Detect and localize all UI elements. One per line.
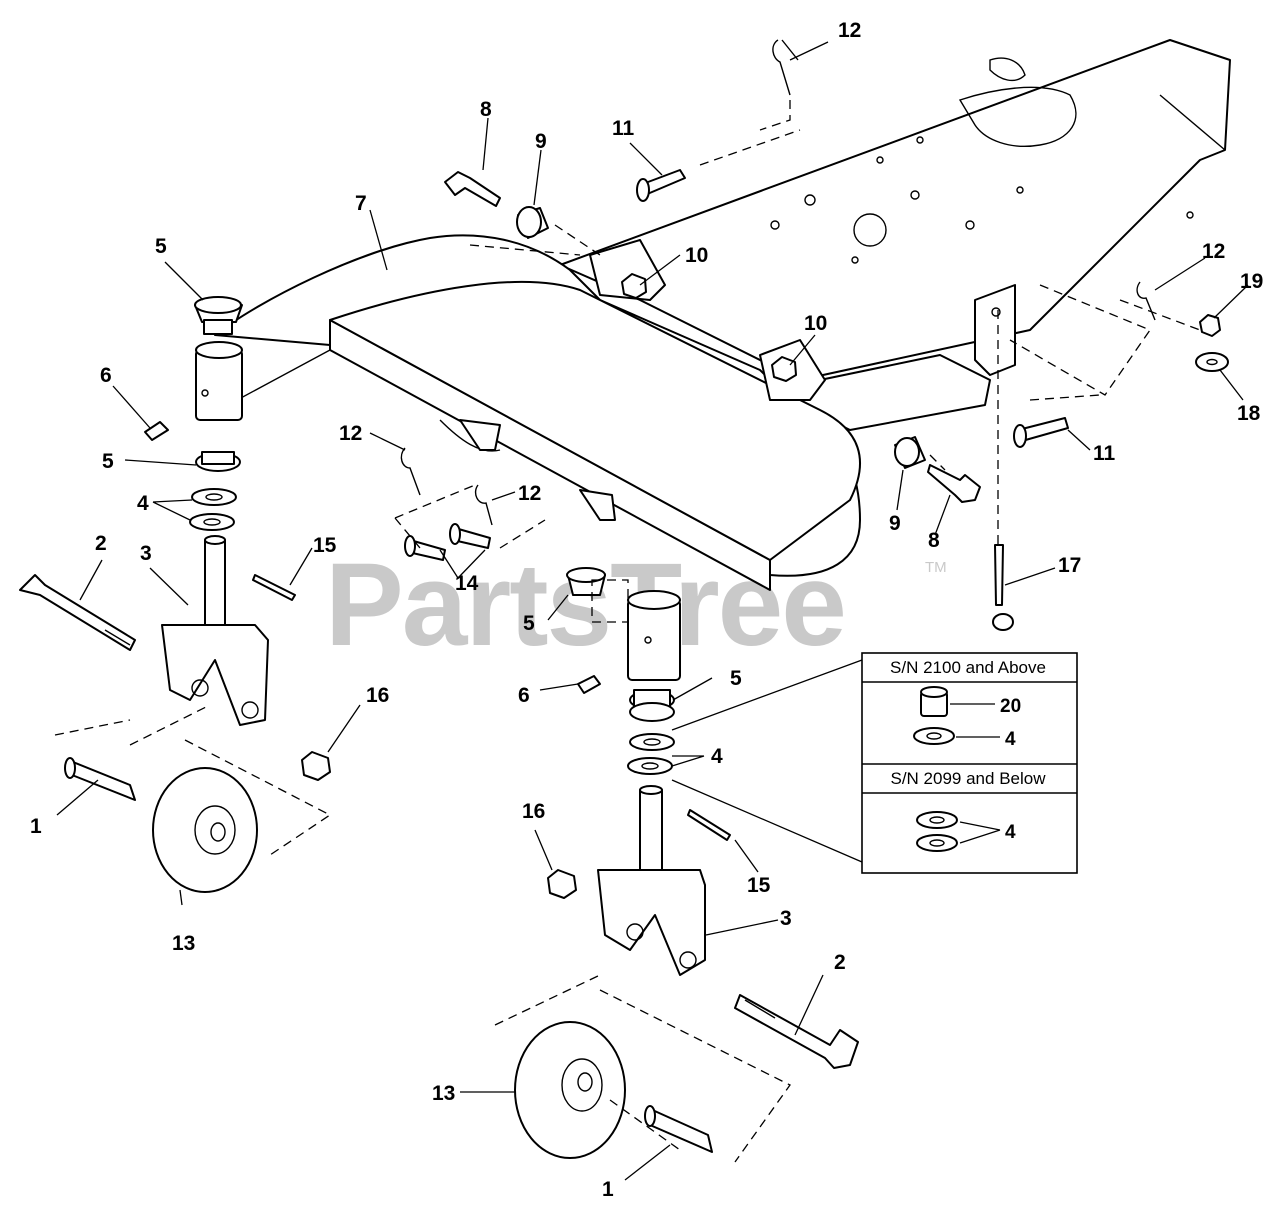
callout-19: 19	[1240, 270, 1263, 293]
callout-16: 16	[522, 800, 545, 823]
callout-14: 14	[455, 572, 479, 595]
callout-11: 11	[1093, 442, 1116, 465]
callout-5: 5	[155, 235, 167, 258]
callout-13: 13	[172, 932, 195, 955]
callout-13: 13	[432, 1082, 455, 1105]
callout-9: 9	[535, 130, 547, 153]
serial-above-part-20: 20	[1000, 696, 1021, 717]
callout-12: 12	[518, 482, 541, 505]
callout-7: 7	[355, 192, 367, 215]
callout-10: 10	[804, 312, 827, 335]
callout-12: 12	[838, 19, 861, 42]
callout-3: 3	[780, 907, 792, 930]
callout-labels: 12 8 9 11 7 5 10 12 19 10 6 18 12 11 5 1…	[30, 19, 1263, 1201]
callout-4: 4	[711, 745, 723, 768]
callout-6: 6	[100, 364, 112, 387]
serial-above-part-4: 4	[1005, 729, 1016, 750]
right-hardware	[771, 281, 1229, 631]
serial-below-title: S/N 2099 and Below	[891, 769, 1047, 788]
callout-2: 2	[95, 532, 107, 555]
deck-plate	[559, 39, 1231, 381]
callout-5: 5	[523, 612, 535, 635]
callout-4: 4	[137, 492, 149, 515]
right-deck-bracket	[799, 284, 1016, 431]
watermark-tm: TM	[925, 559, 947, 576]
callout-12: 12	[1202, 240, 1225, 263]
callout-12: 12	[339, 422, 362, 445]
front-axle-frame	[199, 234, 861, 591]
serial-above-title: S/N 2100 and Above	[890, 658, 1046, 677]
right-caster-assembly	[494, 567, 859, 1163]
callout-2: 2	[834, 951, 846, 974]
callout-11: 11	[612, 117, 635, 140]
callout-9: 9	[889, 512, 901, 535]
callout-1: 1	[30, 815, 42, 838]
serial-number-box: S/N 2100 and Above S/N 2099 and Below 20…	[861, 652, 1078, 874]
callout-3: 3	[140, 542, 152, 565]
callout-8: 8	[928, 529, 940, 552]
callout-5: 5	[730, 667, 742, 690]
callout-16: 16	[366, 684, 389, 707]
leader-lines	[56, 41, 1249, 1181]
callout-17: 17	[1058, 554, 1081, 577]
left-caster-assembly	[19, 296, 332, 893]
callout-15: 15	[313, 534, 337, 557]
callout-5: 5	[102, 450, 114, 473]
callout-6: 6	[518, 684, 530, 707]
callout-8: 8	[480, 98, 492, 121]
callout-10: 10	[685, 244, 708, 267]
callout-18: 18	[1237, 402, 1261, 425]
callout-15: 15	[747, 874, 771, 897]
left-hardware	[394, 39, 801, 561]
serial-below-part-4: 4	[1005, 822, 1016, 843]
callout-1: 1	[602, 1178, 614, 1201]
